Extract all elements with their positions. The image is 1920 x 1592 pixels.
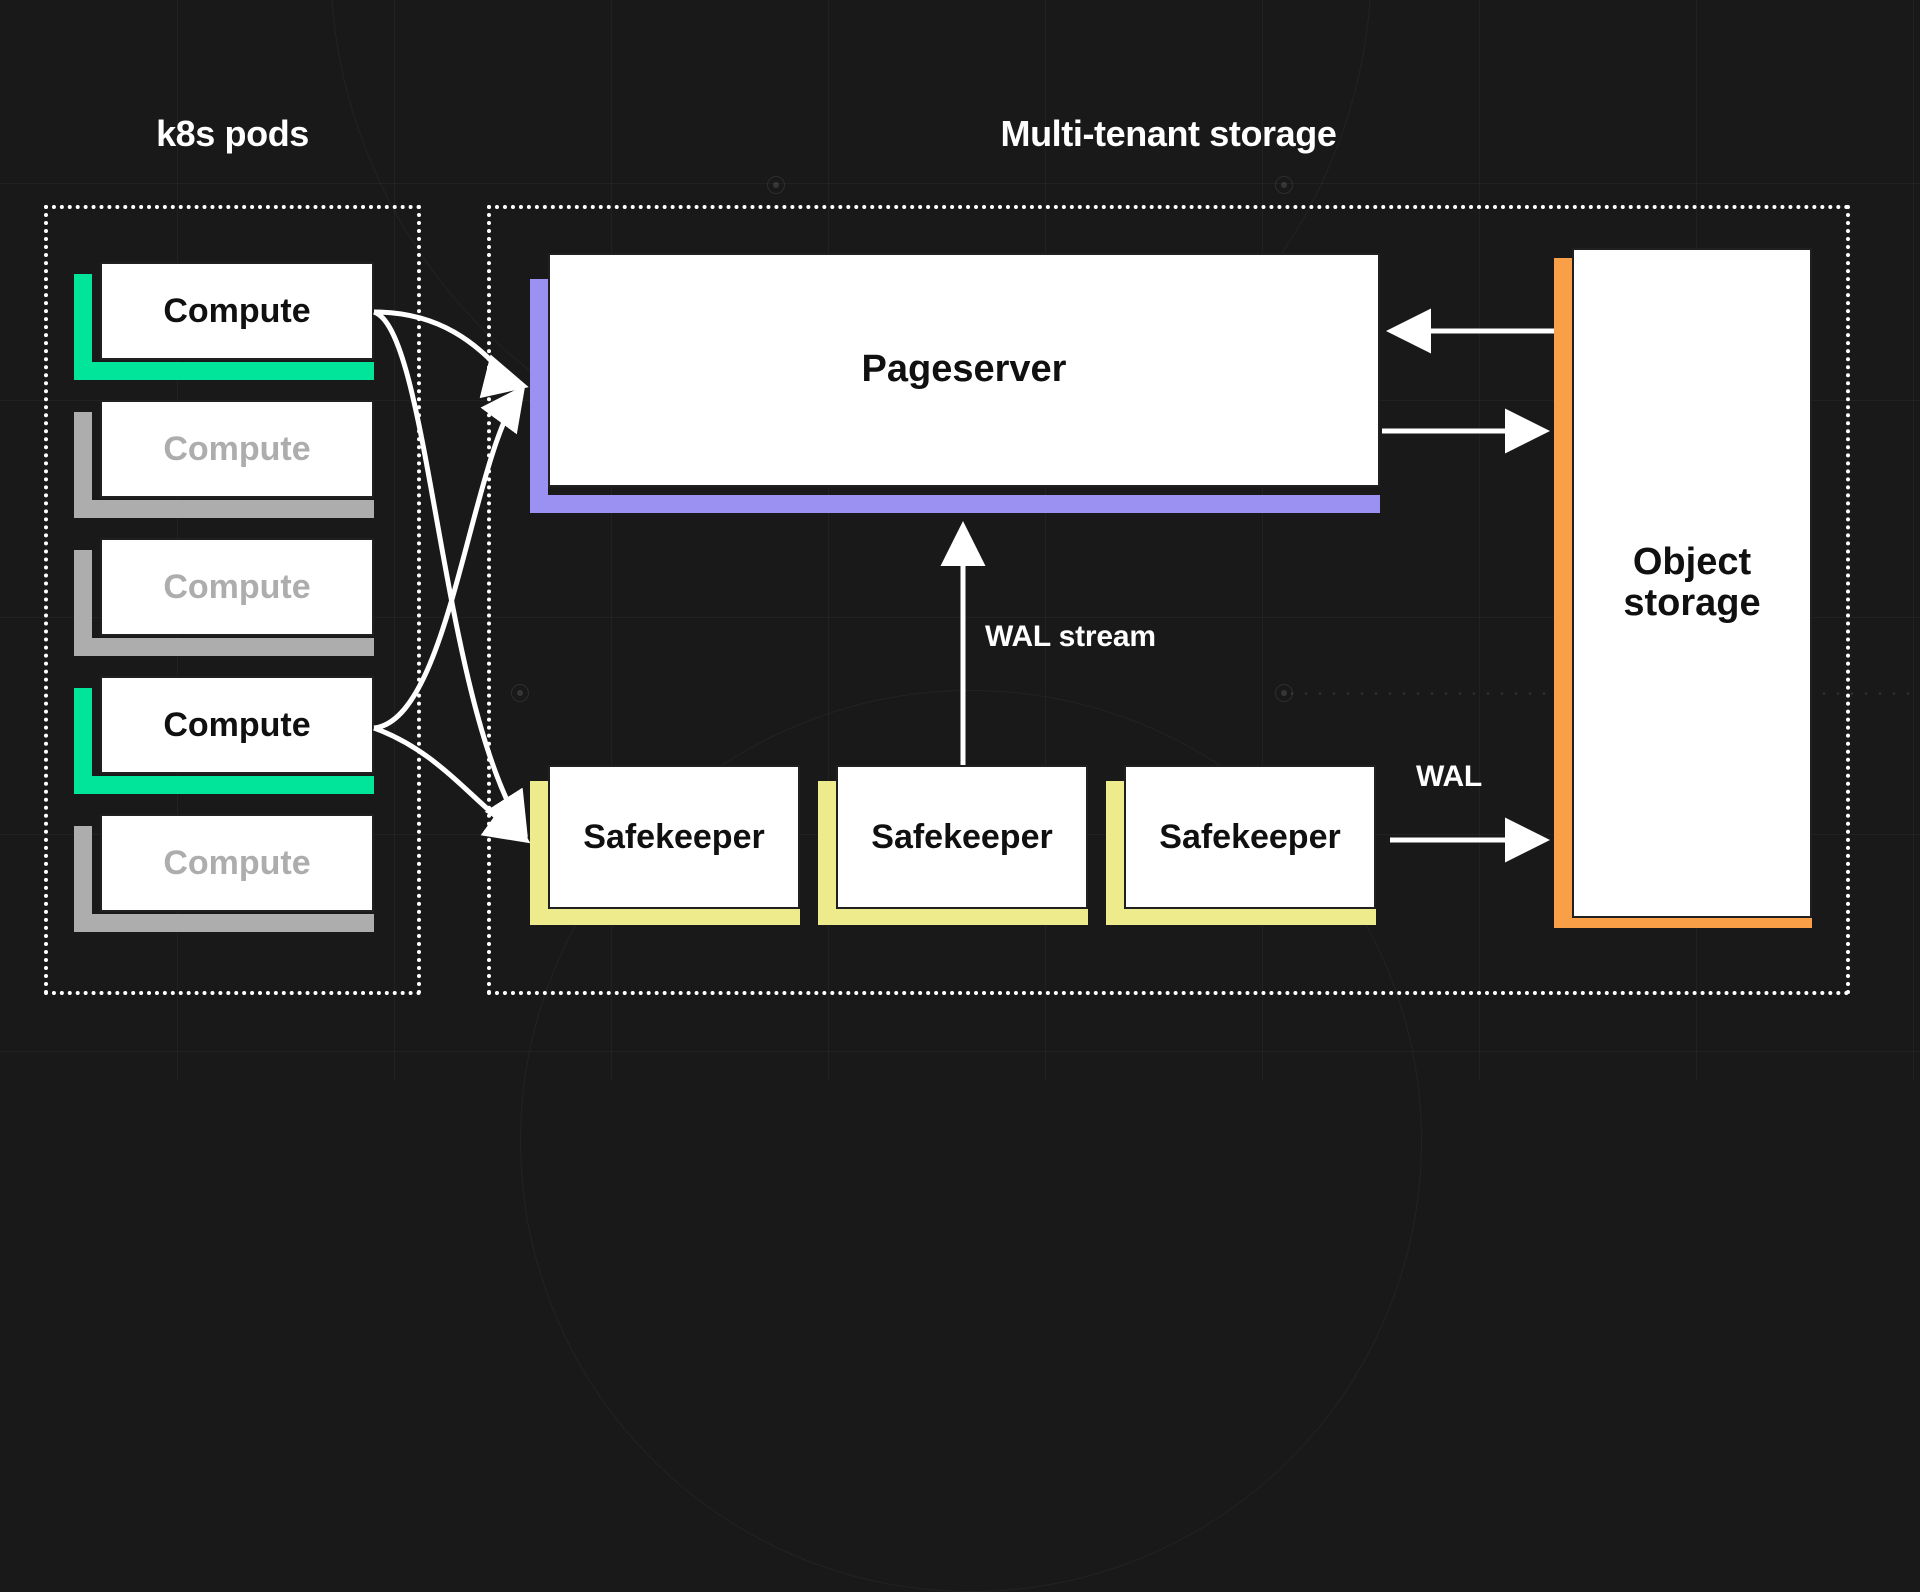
grid-node-dot <box>1275 176 1293 194</box>
edge-label-wal: WAL <box>1416 760 1483 793</box>
node-pageserver[interactable]: Pageserver <box>530 253 1380 513</box>
node-compute-1-face: Compute <box>100 262 374 360</box>
safekeeper-accent-yellow <box>1106 781 1376 925</box>
node-safekeeper-2-face: Safekeeper <box>836 765 1088 909</box>
node-compute-4[interactable]: Compute <box>74 676 374 794</box>
compute-accent-green <box>74 274 374 380</box>
safekeeper-accent-yellow <box>530 781 800 925</box>
node-compute-3-face: Compute <box>100 538 374 636</box>
node-safekeeper-3[interactable]: Safekeeper <box>1106 765 1376 925</box>
node-compute-2-face: Compute <box>100 400 374 498</box>
node-compute-5[interactable]: Compute <box>74 814 374 932</box>
compute-accent-gray <box>74 412 374 518</box>
group-multi-tenant-storage-title: Multi-tenant storage <box>1000 113 1337 154</box>
node-compute-1-label: Compute <box>163 291 311 330</box>
compute-accent-green <box>74 688 374 794</box>
node-compute-5-label: Compute <box>163 843 311 882</box>
node-object-storage-label: Object storage <box>1623 540 1761 624</box>
node-compute-3-label: Compute <box>163 567 311 606</box>
node-object-storage-face: Object storage <box>1572 248 1812 918</box>
node-pageserver-label: Pageserver <box>861 348 1067 391</box>
node-safekeeper-1-face: Safekeeper <box>548 765 800 909</box>
node-safekeeper-3-label: Safekeeper <box>1159 817 1341 856</box>
grid-node-dot <box>1275 684 1293 702</box>
node-compute-2[interactable]: Compute <box>74 400 374 518</box>
node-object-storage[interactable]: Object storage <box>1554 248 1812 928</box>
node-compute-4-label: Compute <box>163 705 311 744</box>
grid-node-dot <box>767 176 785 194</box>
node-safekeeper-3-face: Safekeeper <box>1124 765 1376 909</box>
node-pageserver-face: Pageserver <box>548 253 1380 487</box>
node-safekeeper-1-label: Safekeeper <box>583 817 765 856</box>
safekeeper-accent-yellow <box>818 781 1088 925</box>
pageserver-accent-purple <box>530 279 1380 513</box>
node-compute-3[interactable]: Compute <box>74 538 374 656</box>
compute-accent-gray <box>74 550 374 656</box>
node-compute-1[interactable]: Compute <box>74 262 374 380</box>
group-k8s-pods-title: k8s pods <box>156 113 309 154</box>
node-compute-4-face: Compute <box>100 676 374 774</box>
node-safekeeper-2-label: Safekeeper <box>871 817 1053 856</box>
compute-accent-gray <box>74 826 374 932</box>
edge-label-wal-stream: WAL stream <box>985 620 1156 653</box>
node-compute-5-face: Compute <box>100 814 374 912</box>
node-safekeeper-1[interactable]: Safekeeper <box>530 765 800 925</box>
node-compute-2-label: Compute <box>163 429 311 468</box>
node-safekeeper-2[interactable]: Safekeeper <box>818 765 1088 925</box>
